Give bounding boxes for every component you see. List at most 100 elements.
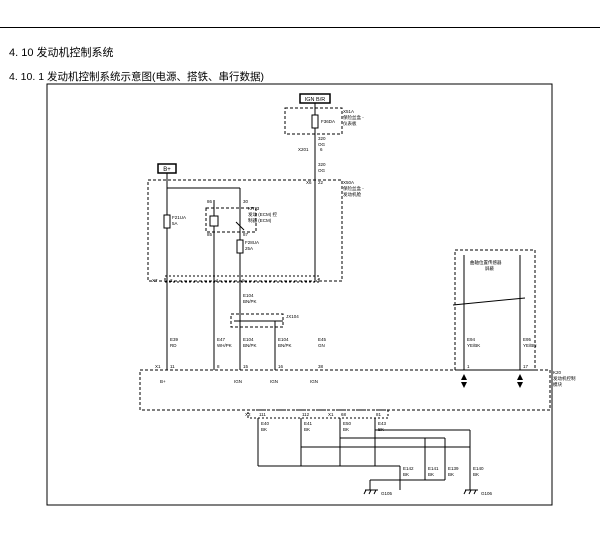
x50a-name-1: 保险丝盒 - — [343, 185, 364, 192]
relay-pin-86: 86 — [207, 199, 213, 204]
f36da-fuse — [311, 114, 319, 129]
wire-e41-id: E41 — [304, 421, 313, 426]
x7-connector-strip — [164, 275, 320, 283]
f28ua-rating: 25A — [245, 246, 253, 251]
f21ua-fuse — [163, 214, 171, 229]
relay-pin-85: 85 — [207, 232, 213, 237]
k20-func-ign-3: IGN — [310, 379, 318, 384]
lower-conn-111: 111 — [259, 412, 266, 417]
x51a-ref: X51A — [343, 109, 354, 114]
f28ua-label: F28UA — [245, 240, 259, 245]
x7-pin-6: 6 — [242, 278, 245, 283]
x7-pin-2: 2 — [170, 278, 173, 283]
wire-e142-id: E142 — [403, 466, 414, 471]
ground-g106-label: G106 — [481, 491, 493, 496]
wire-e43-id: E43 — [378, 421, 387, 426]
wire-e40-color: BK — [261, 427, 267, 432]
wire-e139-color: BK — [448, 472, 454, 477]
wire-320b-id: 320 — [318, 162, 326, 167]
relay-pin-87: 87 — [243, 232, 249, 237]
x50a-dashed-box — [147, 179, 343, 282]
lower-conn-x1: X1 — [328, 412, 334, 417]
arrow-up-icon — [517, 374, 523, 380]
wire-e141-color: BK — [428, 472, 434, 477]
wire-e45-id: E45 — [318, 337, 327, 342]
lower-conn-112: 112 — [302, 412, 310, 417]
wire-e43-color: BK — [378, 427, 384, 432]
wire-e45-color: GN — [318, 343, 325, 348]
x7-pin-7: 7 — [317, 278, 320, 283]
wire-e104-id: E104 — [243, 337, 254, 342]
relay-pin-30: 30 — [243, 199, 249, 204]
x6-ref: X6 — [306, 180, 312, 185]
subsection-heading: 4. 10. 1 发动机控制系统示意图(电源、搭铁、串行数据) — [9, 71, 264, 83]
sensor-label-1: 曲轴位置传感器 — [470, 259, 502, 266]
wire-e50-color: BK — [343, 427, 349, 432]
x7-pin-1: 1 — [216, 278, 219, 283]
diagram-frame — [46, 83, 553, 506]
wire-e104-color: BN/PK — [243, 343, 257, 348]
wire-e50-id: E50 — [343, 421, 352, 426]
lower-conn-68: 68 — [341, 412, 347, 417]
lower-connector — [247, 409, 389, 419]
arrow-down-icon — [461, 382, 467, 388]
kr73-label: KR73 — [248, 206, 260, 211]
wire-e47-color: WH/PK — [217, 343, 232, 348]
x51a-name-1: 保险丝盒 - — [343, 114, 364, 121]
wire-e140-color: BK — [473, 472, 479, 477]
wire-320-id: 320 — [318, 136, 326, 141]
kr73-desc-1: 发动 (ECM) 控 — [248, 211, 277, 218]
ground-g105-label: G105 — [381, 491, 393, 496]
wire-e94-color: YE/BK — [467, 343, 480, 348]
x50a-ref: X50A — [343, 180, 354, 185]
wire-e139-id: E139 — [448, 466, 459, 471]
e104-top-color: BN/PK — [243, 299, 257, 304]
k20-func-ign-1: IGN — [234, 379, 242, 384]
k20-ref: K20 — [553, 370, 562, 375]
x50a-name-2: 发动机舱 — [343, 191, 361, 198]
k20-pin-8: 8 — [217, 364, 220, 369]
f36da-label: F36DA — [321, 119, 335, 124]
wire-e94-id: E94 — [467, 337, 476, 342]
battery-box — [157, 163, 177, 174]
section-heading: 4. 10 发动机控制系统 — [9, 47, 114, 59]
wire-e95-color: YE/BN — [523, 343, 537, 348]
wire-e142-color: BK — [403, 472, 409, 477]
sensor-dashed-box — [454, 249, 536, 371]
f21ua-label: F21UA — [172, 215, 186, 220]
e104-top-id: E104 — [243, 293, 254, 298]
lower-conn-81: 81 — [376, 412, 382, 417]
wire-e41-color: BK — [304, 427, 310, 432]
k20-func-bplus: B+ — [160, 379, 166, 384]
kr73-desc-2: 制器 (ECM) — [248, 217, 272, 224]
arrow-down-icon — [517, 382, 523, 388]
arrow-up-icon — [461, 374, 467, 380]
ign-box — [299, 93, 331, 104]
wire-e140-id: E140 — [473, 466, 484, 471]
k20-func-ign-2: IGN — [270, 379, 278, 384]
wire-e39-id: E39 — [170, 337, 179, 342]
wire-e47-id: E47 — [217, 337, 226, 342]
k20-pin-38: 38 — [318, 364, 324, 369]
f28ua-fuse — [236, 239, 244, 254]
wire-e104b-id: E104 — [278, 337, 289, 342]
k20-name-1: 发动机控制 — [553, 375, 576, 382]
k20-pin-16: 16 — [278, 364, 284, 369]
top-rule — [0, 27, 600, 28]
k20-pin-17: 17 — [523, 364, 529, 369]
wire-e39-color: RD — [170, 343, 177, 348]
ign-box-label: IGN B/R — [305, 97, 326, 103]
jx104-dashed-box — [230, 313, 284, 328]
kr73-relay-box — [205, 207, 257, 233]
k20-module-box — [139, 369, 551, 411]
wire-e104b-color: BN/PK — [278, 343, 292, 348]
k20-pin-1: 1 — [467, 364, 470, 369]
jx104-label: JX104 — [286, 314, 299, 319]
k20-name-2: 模块 — [553, 381, 562, 388]
wire-e141-id: E141 — [428, 466, 439, 471]
kr73-coil — [209, 215, 219, 227]
battery-box-label: B+ — [163, 167, 171, 173]
sensor-label-2: 屏蔽 — [485, 265, 494, 272]
x7-ref: X7 — [152, 278, 158, 283]
